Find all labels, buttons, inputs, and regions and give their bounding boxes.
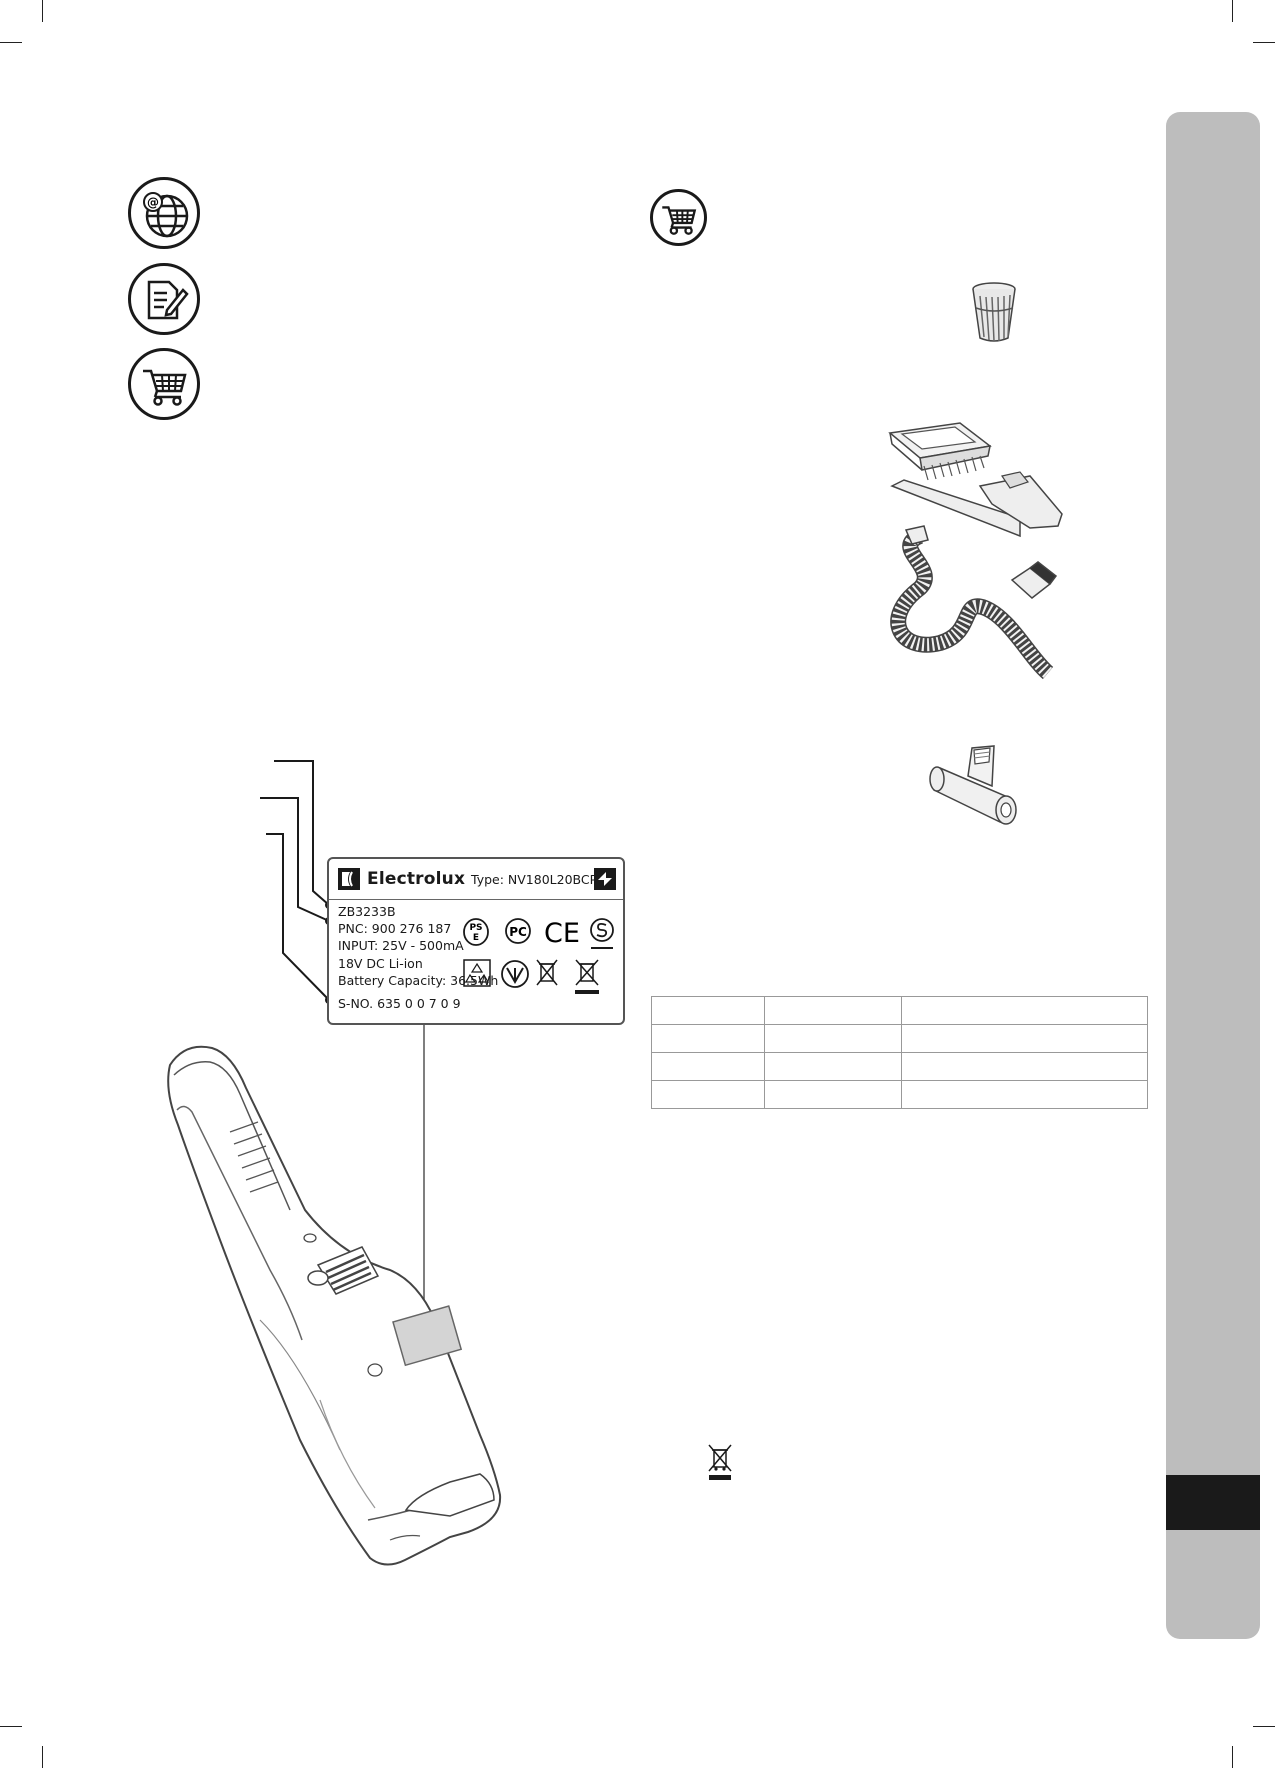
specification-table bbox=[651, 996, 1148, 1109]
weee-disposal-icon bbox=[708, 1444, 732, 1480]
registration-document-icon bbox=[128, 263, 200, 335]
crop-mark bbox=[1232, 0, 1233, 22]
table-cell bbox=[901, 1080, 1148, 1109]
rating-plate-location bbox=[392, 1305, 463, 1367]
shopping-cart-icon bbox=[650, 189, 707, 246]
pse-mark-text: PS bbox=[469, 923, 482, 933]
crop-mark bbox=[42, 1746, 43, 1768]
page-side-tab-marker bbox=[1166, 1475, 1260, 1530]
brush-and-nozzle-set bbox=[888, 422, 1063, 680]
table-cell bbox=[901, 1052, 1148, 1081]
table-cell bbox=[901, 996, 1148, 1025]
rostest-mark-icon: PC bbox=[505, 918, 531, 944]
rating-plate-details: ZB3233B PNC: 900 276 187 INPUT: 25V - 50… bbox=[338, 903, 498, 989]
serial-number: S-NO. 635 0 0 7 0 9 bbox=[338, 996, 461, 1011]
battery-capacity: Battery Capacity: 36.5Wh bbox=[338, 972, 499, 988]
pse-mark-icon: PS E bbox=[463, 918, 489, 946]
pnc-number: PNC: 900 276 187 bbox=[338, 921, 452, 937]
input-rating: INPUT: 25V - 500mA bbox=[338, 938, 464, 954]
handheld-vacuum-illustration bbox=[167, 1045, 502, 1566]
crop-mark bbox=[1232, 1746, 1233, 1768]
ce-mark-text: CE bbox=[544, 918, 580, 949]
table-row bbox=[651, 1052, 1148, 1081]
web-globe-icon: @ bbox=[128, 177, 200, 249]
rating-plate: Electrolux Type: NV180L20BCP ZB3233B PNC… bbox=[327, 857, 625, 1025]
pse-mark-e: E bbox=[473, 933, 479, 943]
recycle-icon bbox=[463, 959, 491, 987]
crop-mark bbox=[0, 42, 22, 43]
ce-mark-icon: CE bbox=[544, 918, 580, 949]
brand-name: Electrolux bbox=[367, 869, 466, 889]
crop-mark bbox=[0, 1726, 22, 1727]
safety-mark-icon bbox=[590, 918, 614, 949]
page-side-tab bbox=[1166, 112, 1260, 1639]
motorized-power-brush bbox=[929, 745, 1017, 825]
weee-bin-bar-icon bbox=[575, 959, 599, 994]
table-cell bbox=[764, 1080, 902, 1109]
battery-type: 18V DC Li-ion bbox=[338, 955, 423, 971]
weee-bin-icon bbox=[536, 959, 558, 986]
table-cell bbox=[764, 1024, 902, 1053]
ukrainian-certification-icon bbox=[501, 960, 529, 988]
svg-text:@: @ bbox=[147, 196, 159, 210]
table-cell bbox=[901, 1024, 1148, 1053]
table-cell bbox=[651, 996, 765, 1025]
electrolux-logo-icon bbox=[338, 868, 360, 890]
model-code: ZB3233B bbox=[338, 904, 396, 919]
shopping-cart-icon bbox=[128, 348, 200, 420]
table-row bbox=[651, 996, 1148, 1025]
table-cell bbox=[764, 1052, 902, 1081]
crop-mark bbox=[1253, 42, 1275, 43]
table-cell bbox=[651, 1080, 765, 1109]
model-type: Type: NV180L20BCP bbox=[471, 872, 598, 887]
crop-mark bbox=[42, 0, 43, 22]
rating-plate-header: Electrolux Type: NV180L20BCP bbox=[329, 859, 623, 900]
filter-illustration bbox=[972, 282, 1016, 342]
table-cell bbox=[651, 1024, 765, 1053]
table-cell bbox=[764, 996, 902, 1025]
double-insulation-logo-icon bbox=[594, 868, 616, 890]
table-cell bbox=[651, 1052, 765, 1081]
table-row bbox=[651, 1080, 1148, 1109]
rostest-mark-text: PC bbox=[509, 925, 527, 939]
crop-mark bbox=[1253, 1726, 1275, 1727]
table-row bbox=[651, 1024, 1148, 1053]
